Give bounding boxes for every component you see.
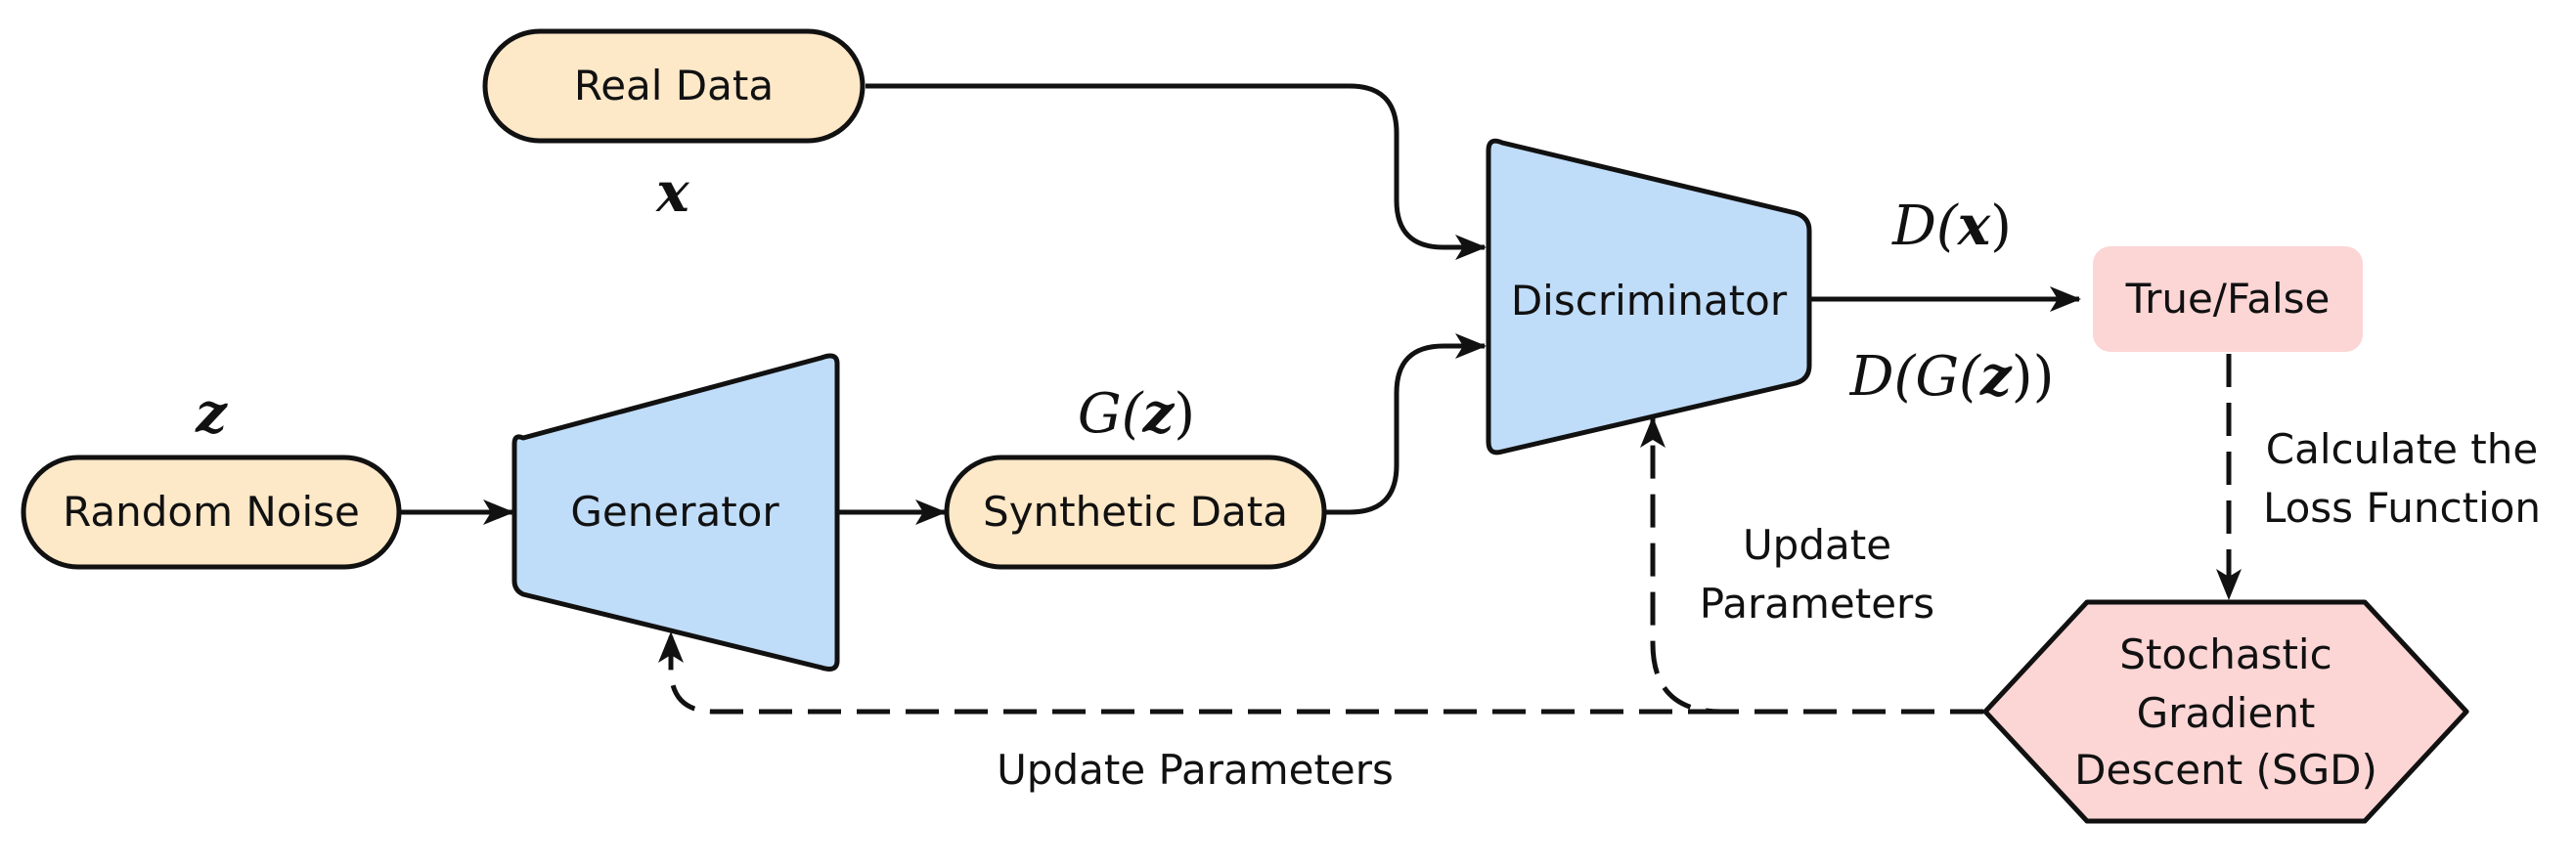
- g-suffix: ): [1174, 382, 1195, 446]
- math-d-of-g-of-z: D(G(z)): [1849, 344, 2055, 409]
- update-gen-label: Update Parameters: [997, 746, 1394, 794]
- edge-real-to-discriminator: [866, 83, 1487, 260]
- edges: [401, 83, 2242, 715]
- edge-sgd-to-generator: [658, 631, 1721, 715]
- random-noise-node: Random Noise: [21, 455, 402, 570]
- synthetic-data-node: Synthetic Data: [944, 455, 1327, 570]
- random-noise-label: Random Noise: [63, 488, 360, 536]
- loss-label-line1: Calculate the: [2266, 425, 2538, 473]
- dx-suffix: ): [1990, 195, 2012, 258]
- update-disc-label-line2: Parameters: [1700, 580, 1934, 628]
- dgz-prefix: D(G(: [1849, 345, 1981, 409]
- generator-label: Generator: [570, 488, 779, 536]
- real-data-label: Real Data: [574, 62, 774, 109]
- discriminator-label: Discriminator: [1511, 277, 1788, 325]
- edge-synthetic-to-discriminator: [1325, 333, 1487, 515]
- sgd-label-line2: Gradient: [2137, 689, 2316, 737]
- math-g-of-z: G(z): [1078, 381, 1195, 446]
- discriminator-node: Discriminator: [1486, 138, 1812, 456]
- loss-label-line2: Loss Function: [2263, 484, 2541, 532]
- generator-node: Generator: [511, 353, 840, 672]
- real-data-node: Real Data: [482, 28, 866, 144]
- synthetic-data-label: Synthetic Data: [983, 488, 1288, 536]
- dx-prefix: D(: [1891, 195, 1959, 258]
- sgd-node: Stochastic Gradient Descent (SGD): [1982, 599, 2469, 824]
- dx-var: x: [1957, 194, 1991, 258]
- sgd-label-line1: Stochastic: [2119, 630, 2332, 678]
- math-x-label: x: [655, 160, 689, 225]
- true-false-node: True/False: [2093, 246, 2363, 352]
- true-false-label: True/False: [2125, 275, 2331, 323]
- g-var: z: [1141, 381, 1175, 446]
- g-prefix: G(: [1078, 382, 1144, 446]
- dgz-suffix: )): [2012, 345, 2055, 409]
- sgd-label-line3: Descent (SGD): [2074, 746, 2377, 794]
- dgz-var: z: [1979, 344, 2013, 409]
- math-z-label: z: [195, 381, 228, 446]
- update-disc-label-line1: Update: [1743, 521, 1891, 569]
- math-d-of-x: D(x): [1891, 194, 2012, 258]
